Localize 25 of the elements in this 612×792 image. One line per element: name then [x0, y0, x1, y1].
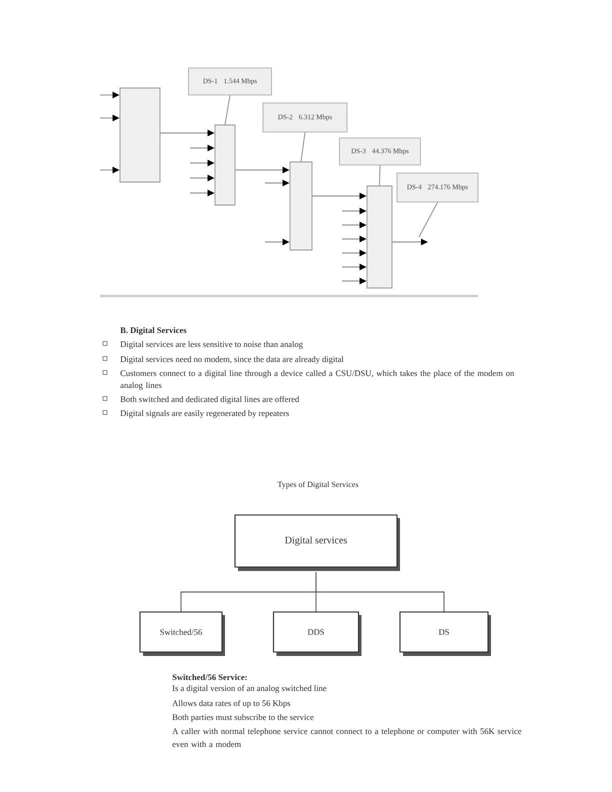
label-text: Types of Digital Services	[278, 481, 358, 489]
leader-line	[379, 164, 380, 186]
bullet-text: Digital services are less sensitive to noise than analog	[120, 341, 303, 349]
bullet-text: Digital services need no modem, since the data are already digital	[120, 356, 344, 364]
child-box: Switched/56	[139, 611, 225, 656]
body-text: Allows data rates of up to 56 Kbps	[172, 700, 290, 708]
block	[290, 162, 312, 250]
child-box: DS	[399, 611, 491, 656]
connector-line	[316, 572, 444, 612]
subheading: Switched/56 Service:	[172, 674, 247, 680]
body-text: A caller with normal telephone service cannot connect to a telephone or computer with 56K service even with a modem	[172, 728, 522, 748]
body-text: Is a digital version of an analog switched line	[172, 685, 326, 693]
bullet-text: Customers connect to a digital line through a device called a CSU/DSU, which takes the place of the modem on analog lines	[120, 370, 514, 390]
body-text: Both parties must subscribe to the service	[172, 714, 314, 722]
block	[214, 124, 236, 206]
block	[366, 186, 392, 288]
bullet-text: Digital signals are easily regenerated by repeaters	[120, 410, 289, 418]
leader-line	[300, 132, 306, 162]
leader-line	[418, 202, 438, 238]
root-box: Digital services	[234, 514, 400, 571]
child-box: DDS	[272, 611, 362, 656]
block	[120, 88, 160, 182]
bullet-text: Both switched and dedicated digital lines are offered	[120, 396, 300, 404]
leader-line	[224, 94, 230, 125]
section-heading: B. Digital Services	[120, 327, 186, 335]
